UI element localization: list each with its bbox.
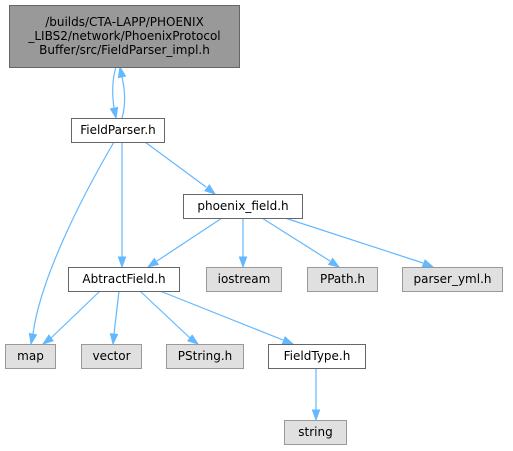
- node-box: [5, 344, 56, 369]
- node-parser_yml: parser_yml.h: [402, 267, 503, 292]
- edge-line: [112, 66, 117, 109]
- edge-arrowhead: [117, 65, 127, 79]
- edge-phoenix_field-to-abtractfield: [146, 217, 223, 268]
- node-iostream: iostream: [206, 267, 282, 292]
- node-fieldparser[interactable]: FieldParser.h: [71, 118, 165, 143]
- node-box: [9, 5, 240, 68]
- node-fieldtype[interactable]: FieldType.h: [268, 344, 366, 369]
- edge-abtractfield-to-map: [41, 290, 101, 345]
- node-label: _LIBS2/network/PhoenixProtocol: [27, 29, 220, 43]
- node-label: /builds/CTA-LAPP/PHOENIX: [45, 15, 204, 29]
- node-label: FieldType.h: [284, 349, 351, 363]
- node-label: PPath.h: [320, 272, 365, 286]
- edge-arrowhead: [28, 332, 38, 346]
- node-box: [307, 267, 378, 292]
- edge-line: [159, 290, 284, 341]
- node-vector: vector: [81, 344, 142, 369]
- edge-line: [284, 217, 424, 264]
- node-box[interactable]: [183, 194, 303, 219]
- node-pstring: PString.h: [166, 344, 244, 369]
- edge-abtractfield-to-fieldtype: [159, 290, 295, 345]
- edge-arrowhead: [146, 257, 160, 268]
- node-label: Buffer/src/FieldParser_impl.h: [39, 43, 210, 57]
- node-box: [81, 344, 142, 369]
- node-box: [206, 267, 282, 292]
- node-label: string: [298, 425, 332, 439]
- edge-line: [32, 141, 115, 335]
- edge-phoenix_field-to-parser_yml: [284, 217, 435, 268]
- edge-arrowhead: [41, 334, 54, 345]
- edge-arrowhead: [421, 259, 435, 268]
- node-box[interactable]: [68, 267, 180, 292]
- edge-arrowhead: [109, 333, 119, 346]
- edge-arrowhead: [109, 106, 119, 120]
- edge-fieldtype-to-string: [311, 368, 321, 422]
- edge-abtractfield-to-pstring: [139, 290, 200, 345]
- node-phoenix_field[interactable]: phoenix_field.h: [183, 194, 303, 219]
- edge-arrowhead: [311, 409, 321, 422]
- node-label: map: [17, 349, 44, 363]
- edges-layer: [28, 65, 435, 422]
- edge-fieldparser-to-impl: [117, 65, 127, 119]
- edge-arrowhead: [238, 256, 248, 269]
- edge-fieldparser-to-abtractfield: [117, 142, 127, 269]
- node-impl: /builds/CTA-LAPP/PHOENIX_LIBS2/network/P…: [9, 5, 240, 68]
- node-label: vector: [92, 349, 130, 363]
- edge-phoenix_field-to-ppath: [261, 217, 341, 268]
- edge-arrowhead: [204, 184, 217, 195]
- edge-line: [144, 141, 207, 188]
- edge-arrowhead: [281, 336, 295, 345]
- node-box: [166, 344, 244, 369]
- node-map: map: [5, 344, 56, 369]
- edge-arrowhead: [117, 256, 127, 269]
- node-ppath: PPath.h: [307, 267, 378, 292]
- edge-fieldparser-to-phoenix_field: [144, 141, 217, 195]
- node-box[interactable]: [71, 118, 165, 143]
- edge-line: [261, 217, 331, 262]
- node-label: AbtractField.h: [82, 272, 165, 286]
- node-label: phoenix_field.h: [197, 199, 288, 213]
- edge-line: [156, 217, 223, 262]
- edge-line: [139, 290, 191, 339]
- edge-phoenix_field-to-iostream: [238, 218, 248, 269]
- node-box: [284, 420, 347, 445]
- node-label: parser_yml.h: [413, 272, 491, 286]
- edge-line: [113, 290, 120, 335]
- edge-fieldparser-to-map: [28, 141, 115, 346]
- node-label: iostream: [218, 272, 271, 286]
- edge-arrowhead: [187, 334, 200, 345]
- edge-line: [121, 76, 126, 119]
- edge-line: [50, 290, 101, 339]
- edge-impl-to-fieldparser: [109, 66, 119, 120]
- edge-abtractfield-to-vector: [109, 290, 120, 346]
- node-box[interactable]: [268, 344, 366, 369]
- node-abtractfield[interactable]: AbtractField.h: [68, 267, 180, 292]
- edge-arrowhead: [327, 257, 341, 268]
- node-string: string: [284, 420, 347, 445]
- node-box: [402, 267, 503, 292]
- nodes-layer: /builds/CTA-LAPP/PHOENIX_LIBS2/network/P…: [5, 5, 503, 445]
- node-label: FieldParser.h: [80, 123, 156, 137]
- node-label: PString.h: [178, 349, 232, 363]
